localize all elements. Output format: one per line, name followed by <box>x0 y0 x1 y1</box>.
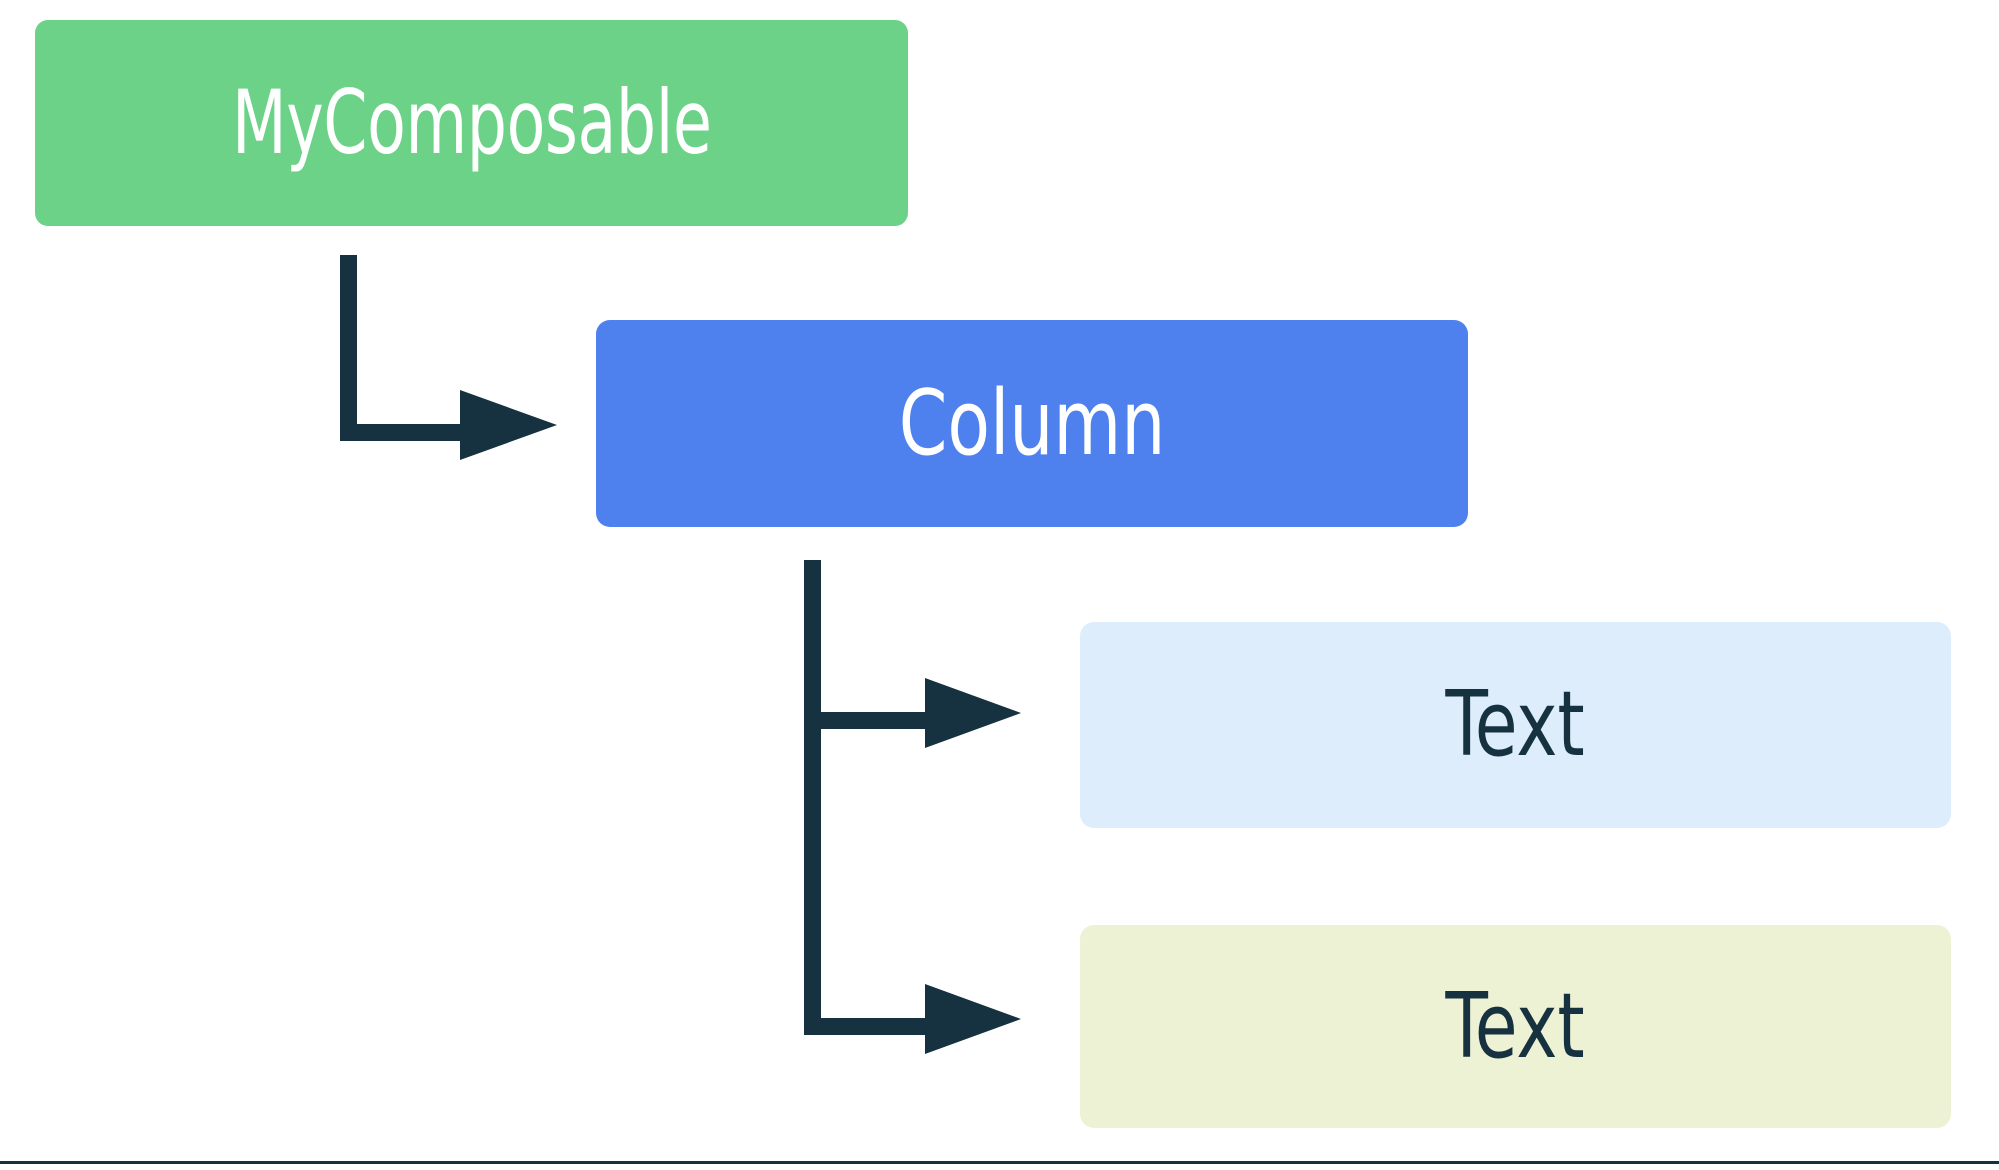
node-column-label: Column <box>898 370 1166 476</box>
edge-root-to-column <box>340 255 557 460</box>
edge-root-to-column-path <box>340 255 557 460</box>
node-my-composable[interactable]: MyComposable <box>35 20 908 226</box>
node-my-composable-label: MyComposable <box>231 71 712 174</box>
node-text-second-label: Text <box>1445 973 1586 1079</box>
edge-column-to-text-1-path <box>804 560 1021 748</box>
node-text-second[interactable]: Text <box>1080 925 1951 1128</box>
baseline-rule <box>0 1161 1999 1164</box>
edge-column-trunk-rect <box>804 712 821 1035</box>
node-column[interactable]: Column <box>596 320 1468 527</box>
edge-column-to-text-1 <box>804 560 1021 748</box>
edge-column-trunk <box>804 712 821 1035</box>
node-text-first[interactable]: Text <box>1080 622 1951 828</box>
node-text-first-label: Text <box>1445 672 1586 777</box>
edge-column-to-text-2-path <box>804 984 1021 1054</box>
edge-column-to-text-2 <box>804 984 1021 1054</box>
